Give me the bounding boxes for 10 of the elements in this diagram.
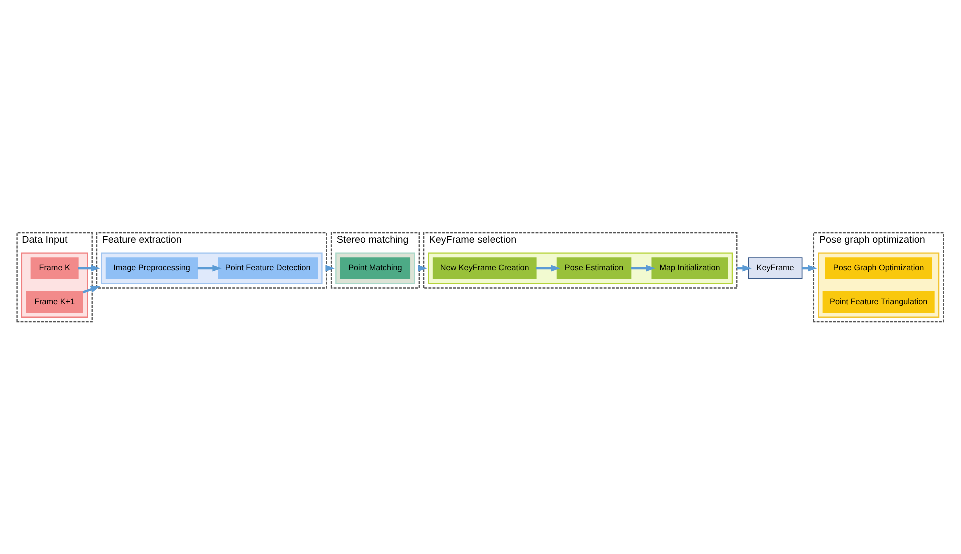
cluster bbox=[101, 252, 323, 284]
cluster bbox=[428, 252, 734, 284]
arrow bbox=[198, 264, 222, 272]
arrow bbox=[631, 264, 656, 272]
arrow bbox=[536, 264, 561, 272]
cluster bbox=[818, 252, 940, 318]
cluster bbox=[336, 252, 416, 284]
arrow bbox=[78, 264, 101, 272]
arrow bbox=[82, 286, 100, 294]
cluster bbox=[21, 252, 88, 318]
